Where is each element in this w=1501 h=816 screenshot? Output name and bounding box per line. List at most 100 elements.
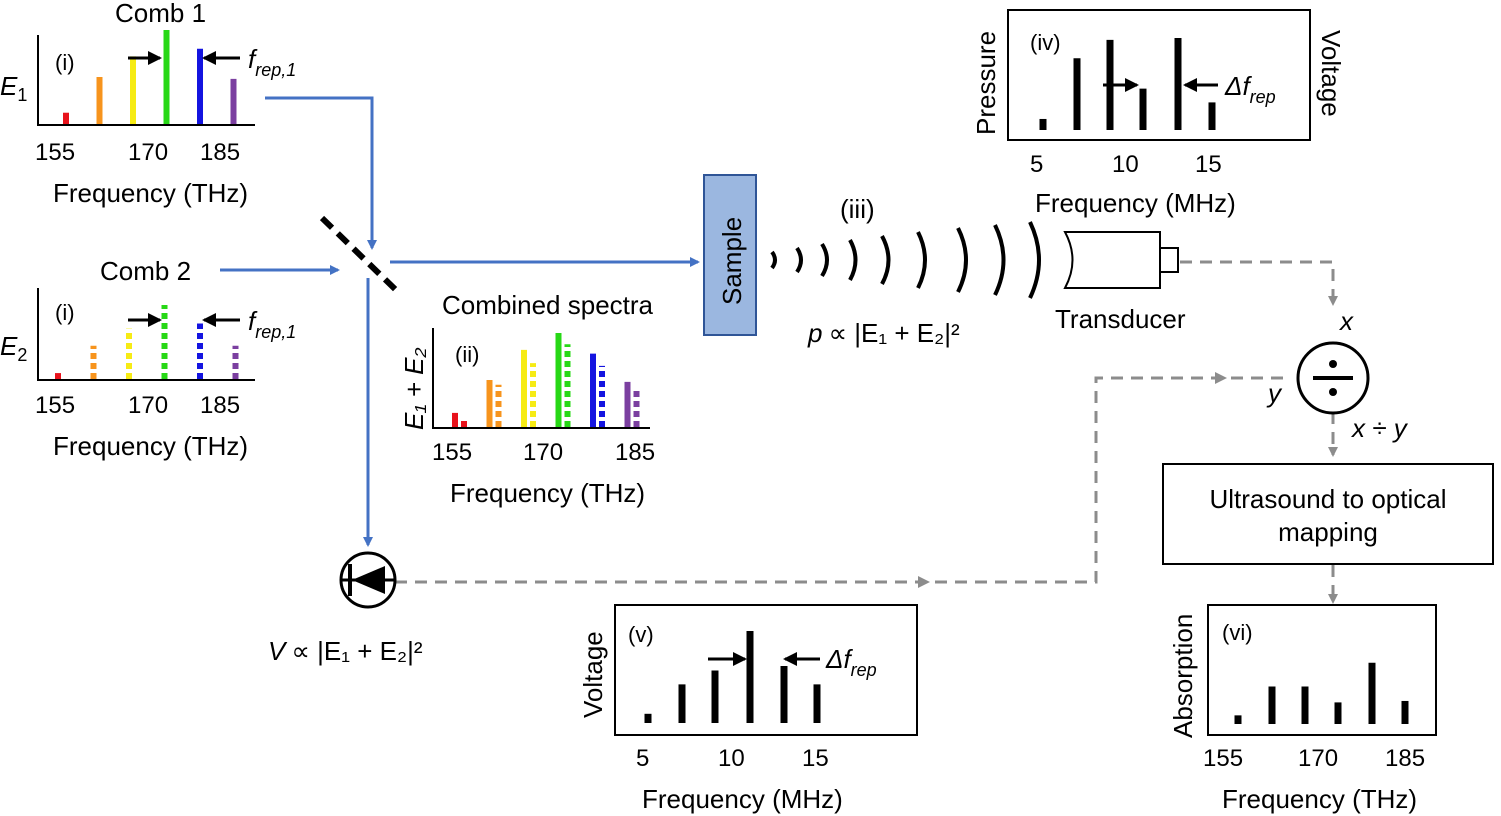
photodiode-path-arrowhead	[918, 576, 930, 588]
panel-v-tick-0: 5	[636, 745, 649, 772]
comb2-tick-1: 170	[128, 392, 168, 419]
panel-vi-ylabel: Absorption	[1168, 614, 1198, 738]
panel-iv-delta-label: Δfrep	[1224, 71, 1276, 107]
comb1-ylabel: E1	[0, 71, 27, 105]
panel-v-tick-2: 15	[802, 745, 829, 772]
comb2-xlabel: Frequency (THz)	[53, 431, 248, 461]
mapping-line-1: Ultrasound to optical	[1209, 484, 1446, 514]
mapping-box	[1162, 463, 1494, 565]
optical-paths	[220, 96, 700, 547]
combined-tick-0: 155	[432, 439, 472, 466]
wave-arc-3	[820, 242, 829, 278]
wave-arc-7	[956, 227, 968, 293]
panel-v-frame	[614, 604, 918, 736]
panel-iv-tick-0: 5	[1030, 151, 1043, 178]
combined-panel: Combined spectra E₁ + E₂ (ii) 155 170 18…	[399, 290, 655, 508]
comb1-title: Comb 1	[115, 0, 206, 28]
panel-vi-roman: (vi)	[1222, 620, 1253, 645]
transducer-connector	[1159, 247, 1179, 273]
combined-title: Combined spectra	[442, 290, 654, 320]
comb2-title: Comb 2	[100, 256, 191, 286]
panel-v-bars	[644, 631, 821, 723]
combined-tick-1: 170	[523, 439, 563, 466]
panel-vi: (vi) Absorption 155 170 185 Frequency (T…	[1168, 604, 1437, 814]
panel-v-ylabel: Voltage	[578, 631, 608, 718]
comb2-bars	[55, 305, 239, 379]
divider-x-label: x	[1338, 306, 1354, 336]
mapping-block: Ultrasound to optical mapping	[1162, 463, 1494, 565]
wave-arc-2	[795, 246, 803, 274]
panel-iv-tick-2: 15	[1195, 151, 1222, 178]
photodiode: V∝ |E₁ + E₂|²	[268, 551, 423, 666]
panel-iv-xlabel: Frequency (MHz)	[1035, 188, 1236, 218]
wave-arc-8	[993, 224, 1006, 296]
acoustic-roman: (iii)	[840, 194, 875, 224]
panel-v-tick-1: 10	[718, 745, 745, 772]
divider-result-label: x ÷ y	[1350, 413, 1409, 443]
panel-vi-bars	[1234, 662, 1409, 724]
comb1-bars	[63, 30, 237, 124]
beam-splitter	[319, 215, 401, 295]
divider: x y x ÷ y	[1266, 306, 1409, 443]
panel-vi-tick-2: 185	[1385, 745, 1425, 772]
panel-v-delta-label: Δfrep	[825, 644, 877, 680]
comb1-frep-label: frep,1	[248, 44, 296, 80]
comb2-frep-label: frep,1	[248, 306, 296, 342]
wave-arc-6	[916, 231, 927, 289]
comb2-axes	[37, 288, 255, 381]
acoustic-formula: p∝ |E₁ + E₂|²	[807, 318, 960, 348]
wave-arc-5	[880, 235, 891, 285]
divide-icon-dot-top	[1329, 360, 1337, 368]
comb1-roman: (i)	[55, 50, 75, 75]
divider-y-label: y	[1266, 378, 1283, 408]
combined-axes	[432, 328, 650, 429]
sample-block: Sample	[703, 174, 757, 336]
panel-v-roman: (v)	[628, 622, 654, 647]
divide-icon-dot-bottom	[1329, 388, 1337, 396]
combined-xlabel: Frequency (THz)	[450, 478, 645, 508]
comb1-tick-1: 170	[128, 139, 168, 166]
photodiode-to-divider-path	[395, 376, 1290, 584]
electrical-paths	[395, 260, 1338, 604]
acoustic-waves	[770, 221, 1041, 299]
panel-v: (v) Voltage Δfrep 5 10 15 Frequency (MHz…	[578, 604, 918, 814]
sample-label: Sample	[717, 217, 747, 305]
photodiode-formula: V∝ |E₁ + E₂|²	[268, 636, 423, 666]
comb1-tick-0: 155	[35, 139, 75, 166]
panel-iv: (iv) Pressure Voltage Δfrep 5 10 15 Freq…	[971, 9, 1346, 218]
mapping-line-2: mapping	[1278, 517, 1378, 547]
transducer-label: Transducer	[1055, 304, 1186, 334]
combined-tick-2: 185	[615, 439, 655, 466]
wave-arc-9	[1028, 221, 1041, 299]
panel-iv-ylabel-left: Pressure	[971, 31, 1001, 135]
wave-arc-4	[848, 239, 858, 281]
transducer: Transducer	[1055, 231, 1186, 334]
divider-input-arrowhead	[1215, 372, 1227, 384]
panel-vi-frame	[1207, 604, 1437, 736]
comb2-panel: Comb 2 E2 (i) frep,1 155 170 185 Frequen…	[0, 256, 296, 461]
wave-arc-1	[770, 250, 777, 270]
comb1-axes	[37, 35, 255, 126]
comb2-tick-2: 185	[200, 392, 240, 419]
panel-vi-tick-1: 170	[1298, 745, 1338, 772]
comb1-beam-path	[265, 96, 377, 250]
comb2-tick-0: 155	[35, 392, 75, 419]
panel-vi-tick-0: 155	[1203, 745, 1243, 772]
sample-box	[703, 174, 757, 336]
transducer-to-divider-path	[1180, 260, 1338, 306]
panel-iv-ylabel-right: Voltage	[1316, 30, 1346, 117]
panel-iv-roman: (iv)	[1030, 30, 1061, 55]
comb1-panel: Comb 1 E1 (i) frep,1 155 170 185 Frequen…	[0, 0, 296, 208]
panel-vi-xlabel: Frequency (THz)	[1222, 784, 1417, 814]
comb2-ylabel: E2	[0, 331, 27, 365]
combined-ylabel: E₁ + E₂	[399, 347, 429, 430]
transducer-body	[1063, 231, 1161, 289]
comb1-xlabel: Frequency (THz)	[53, 178, 248, 208]
comb1-tick-2: 185	[200, 139, 240, 166]
combined-bars	[452, 333, 640, 427]
panel-v-xlabel: Frequency (MHz)	[642, 784, 843, 814]
panel-iv-tick-1: 10	[1112, 151, 1139, 178]
panel-iv-frame	[1007, 9, 1311, 141]
comb2-roman: (i)	[55, 300, 75, 325]
